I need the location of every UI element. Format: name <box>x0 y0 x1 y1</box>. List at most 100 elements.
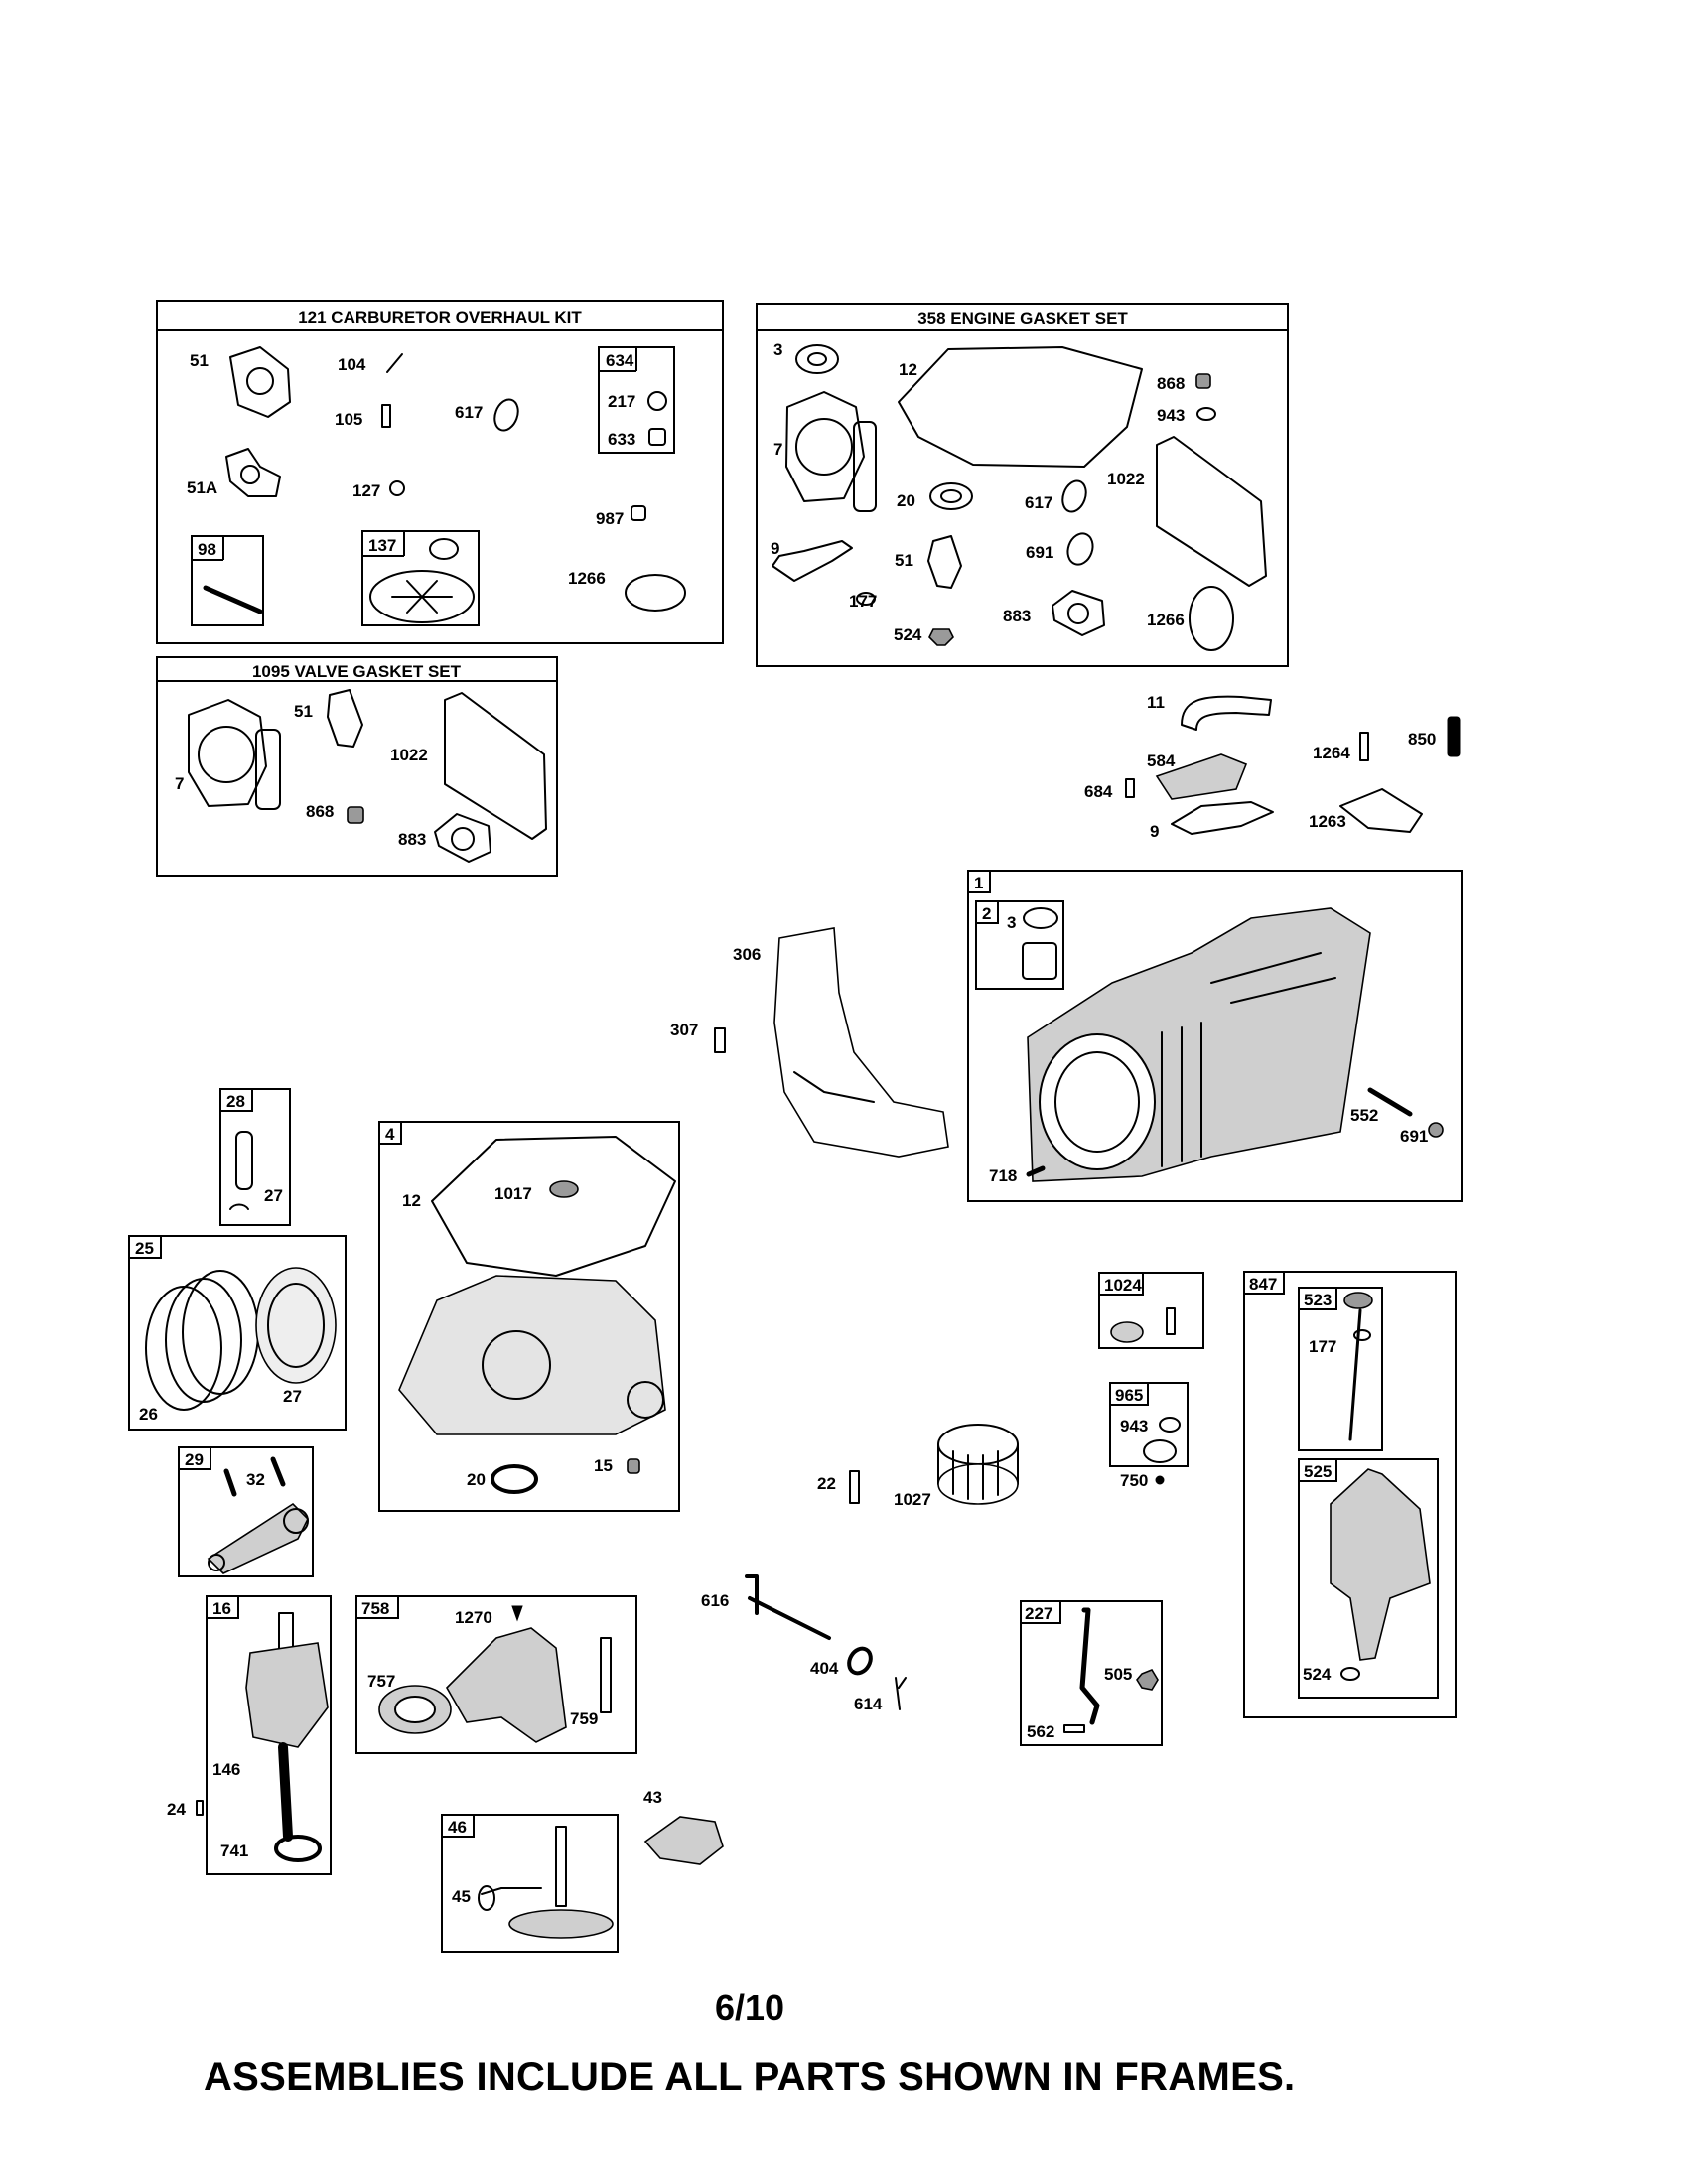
part-label-9: 9 <box>1150 822 1159 841</box>
part-label-987: 987 <box>596 509 624 528</box>
part-label-307: 307 <box>670 1021 698 1039</box>
part-label-1027: 1027 <box>894 1490 931 1509</box>
box-label-523: 523 <box>1304 1291 1332 1309</box>
part-label-616: 616 <box>701 1591 729 1610</box>
part-label-633: 633 <box>608 430 635 449</box>
part-label-51: 51 <box>294 702 313 721</box>
box-label-634: 634 <box>606 351 634 370</box>
part-label-691: 691 <box>1026 543 1053 562</box>
part-label-306: 306 <box>733 945 761 964</box>
valve-gasket-title: 1095 VALVE GASKET SET <box>252 662 462 681</box>
part-label-1017: 1017 <box>494 1184 532 1203</box>
part-label-505: 505 <box>1104 1665 1132 1684</box>
oil-fill-box: 965 943 750 <box>1109 1382 1189 1490</box>
piston-pin-box: 28 27 <box>219 1088 291 1226</box>
box-label-46: 46 <box>448 1818 467 1837</box>
part-label-20: 20 <box>897 491 915 510</box>
part-label-883: 883 <box>398 830 426 849</box>
part-label-584: 584 <box>1147 751 1176 770</box>
box-label-137: 137 <box>368 536 396 555</box>
governor-gear-box: 1024 <box>1098 1272 1204 1349</box>
part-label-1263: 1263 <box>1309 812 1346 831</box>
part-label-27: 27 <box>283 1387 302 1406</box>
part-label-27: 27 <box>264 1186 283 1205</box>
part-label-15: 15 <box>594 1456 613 1475</box>
part-label-1270: 1270 <box>455 1608 492 1627</box>
part-label-7: 7 <box>175 774 184 793</box>
part-label-22: 22 <box>817 1474 836 1493</box>
part-label-9: 9 <box>771 539 779 558</box>
box-label-758: 758 <box>361 1599 389 1618</box>
dipstick-assembly-frame: 847 523 177 525 524 <box>1243 1271 1457 1718</box>
part-label-757: 757 <box>367 1672 395 1691</box>
valve-gasket-set-frame: 1095 VALVE GASKET SET 7 51 1022 868 883 <box>156 656 558 877</box>
part-label-11: 11 <box>1147 693 1165 712</box>
box-label-1024: 1024 <box>1104 1276 1142 1295</box>
part-label-20: 20 <box>467 1470 486 1489</box>
bracket-43-part: 43 <box>643 1788 724 1865</box>
part-label-26: 26 <box>139 1405 158 1424</box>
part-label-177: 177 <box>1309 1337 1336 1356</box>
box-label-2: 2 <box>982 904 991 923</box>
part-label-217: 217 <box>608 392 635 411</box>
part-label-3: 3 <box>773 341 782 359</box>
part-label-741: 741 <box>220 1842 248 1860</box>
part-label-850: 850 <box>1408 730 1436 749</box>
part-label-759: 759 <box>570 1709 598 1728</box>
governor-lever-box: 227 505 562 <box>1020 1600 1163 1746</box>
box-label-4: 4 <box>385 1125 395 1144</box>
part-label-524: 524 <box>1303 1665 1332 1684</box>
box-label-965: 965 <box>1115 1386 1143 1405</box>
part-label-868: 868 <box>1157 374 1185 393</box>
oil-filter-parts: 22 1027 <box>817 1424 1019 1509</box>
part-label-1022: 1022 <box>390 746 428 764</box>
box-label-25: 25 <box>135 1239 154 1258</box>
part-label-1266: 1266 <box>568 569 606 588</box>
footer-note: ASSEMBLIES INCLUDE ALL PARTS SHOWN IN FR… <box>204 2055 1296 2099</box>
engine-gasket-title: 358 ENGINE GASKET SET <box>917 309 1128 328</box>
breather-loose-parts: 11 584 684 9 1264 850 1263 <box>1084 693 1461 841</box>
part-label-524: 524 <box>894 625 922 644</box>
piston-box: 25 26 27 <box>128 1235 347 1431</box>
part-label-12: 12 <box>899 360 917 379</box>
part-label-51A: 51A <box>187 478 217 497</box>
part-label-7: 7 <box>773 440 782 459</box>
bracket-assembly-box: 758 1270 757 759 <box>355 1595 637 1754</box>
box-label-98: 98 <box>198 540 216 559</box>
part-label-614: 614 <box>854 1695 883 1713</box>
box-label-29: 29 <box>185 1450 204 1469</box>
part-label-684: 684 <box>1084 782 1113 801</box>
part-label-552: 552 <box>1350 1106 1378 1125</box>
part-label-3: 3 <box>1007 913 1016 932</box>
part-label-105: 105 <box>335 410 362 429</box>
cylinder-assembly-frame: 1 2 3 552 691 718 <box>967 870 1463 1202</box>
page-number: 6/10 <box>714 1987 785 2028</box>
part-label-883: 883 <box>1003 607 1031 625</box>
part-label-51: 51 <box>190 351 209 370</box>
part-label-146: 146 <box>212 1760 240 1779</box>
box-label-16: 16 <box>212 1599 231 1618</box>
box-label-525: 525 <box>1304 1462 1332 1481</box>
part-label-943: 943 <box>1157 406 1185 425</box>
carburetor-kit-title: 121 CARBURETOR OVERHAUL KIT <box>298 308 582 327</box>
part-label-45: 45 <box>452 1887 471 1906</box>
crankshaft-box: 16 146 24 741 <box>167 1595 332 1875</box>
part-label-562: 562 <box>1027 1722 1054 1741</box>
part-label-1022: 1022 <box>1107 470 1145 488</box>
box-label-28: 28 <box>226 1092 245 1111</box>
camshaft-box: 46 45 <box>441 1814 619 1953</box>
part-label-104: 104 <box>338 355 366 374</box>
part-label-24: 24 <box>167 1800 186 1819</box>
part-label-691: 691 <box>1400 1127 1428 1146</box>
crankcase-cover-box: 4 12 1017 20 15 <box>378 1121 680 1512</box>
part-label-32: 32 <box>246 1470 265 1489</box>
connecting-rod-box: 29 32 <box>178 1446 314 1577</box>
part-label-943: 943 <box>1120 1417 1148 1435</box>
part-label-127: 127 <box>352 481 380 500</box>
part-label-868: 868 <box>306 802 334 821</box>
part-label-718: 718 <box>989 1166 1017 1185</box>
governor-shaft-parts: 616 404 614 <box>701 1574 907 1713</box>
box-label-847: 847 <box>1249 1275 1277 1294</box>
part-label-617: 617 <box>455 403 483 422</box>
part-label-750: 750 <box>1120 1471 1148 1490</box>
